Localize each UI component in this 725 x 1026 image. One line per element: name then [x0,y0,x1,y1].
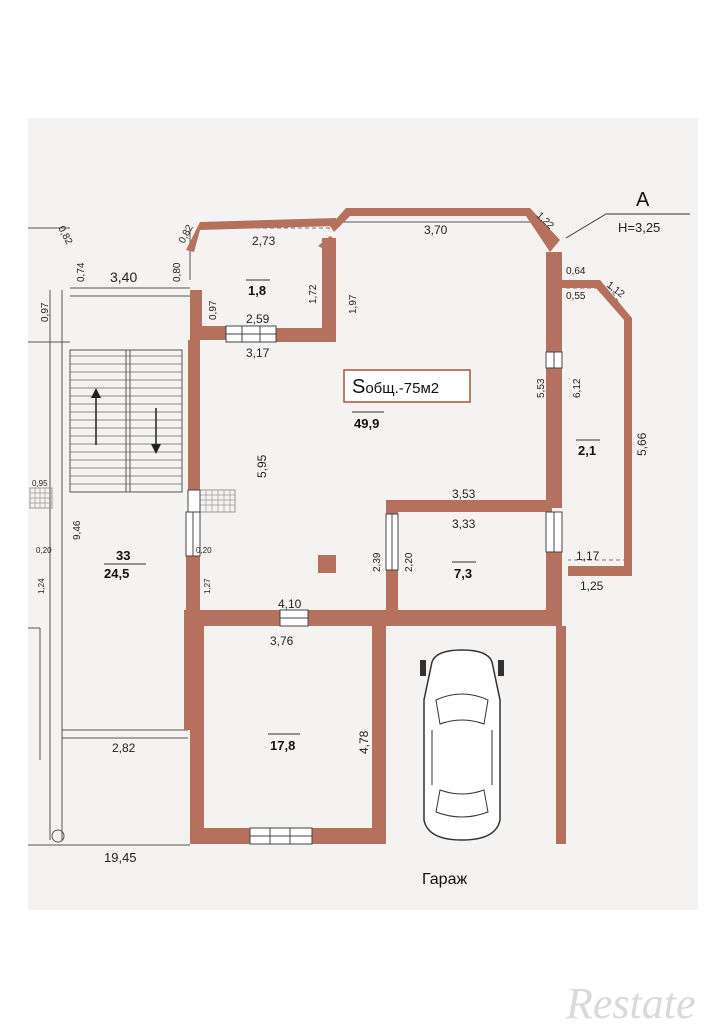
room-area-stair: 24,5 [104,566,129,581]
dim-label: 5,66 [635,432,649,456]
dim-label: 6,12 [572,378,583,398]
room-area-right-strip: 2,1 [578,443,596,458]
dim-label: 1,27 [203,578,212,594]
dim-label: 3,53 [452,487,476,501]
section-marker: А H=3,25 [565,189,690,239]
total-area-label: Sобщ.-75м2 [352,376,439,398]
dim-label: 1,72 [308,284,319,304]
dim-label: 9,46 [72,520,83,540]
stairs [69,349,183,493]
dim-label: 19,45 [104,850,137,865]
left-structure [28,227,190,846]
dim-label: 3,17 [246,346,270,360]
dim-label: 5,95 [255,454,269,478]
dim-label: 0,80 [172,262,183,282]
dim-label: 1,25 [580,579,604,593]
dim-label: 3,76 [270,634,294,648]
dim-label: 0,95 [32,479,48,488]
dim-label: 3,33 [452,517,476,531]
section-letter: А [636,189,650,211]
dim-label: 2,82 [112,741,136,755]
dim-label: 2,39 [372,552,383,572]
dim-label: 1,97 [348,294,359,314]
dim-label: 0,20 [36,546,52,555]
room-area-main: 49,9 [354,416,379,431]
total-area-box: Sобщ.-75м2 [343,369,471,403]
stair-arrow-down-icon [151,408,161,454]
car-icon [420,649,504,841]
dim-label: 0,97 [40,302,51,322]
room-number-stair: 33 [116,548,130,563]
dim-label: 3,40 [110,269,137,285]
scan-background [28,118,698,910]
dim-label: 0,55 [566,291,586,302]
dim-label: 2,59 [246,312,270,326]
watermark-logo: Restate [565,979,696,1026]
dim-label: 0,64 [566,266,586,277]
dim-label: 3,70 [424,223,448,237]
dim-label: 2,20 [404,552,415,572]
dim-label: 0,97 [208,300,219,320]
dim-label: 0,74 [76,262,87,282]
column-circle [51,829,65,843]
dim-label: 2,73 [252,234,276,248]
stair-arrow-up-icon [91,388,101,445]
dim-label: 1,17 [576,549,600,563]
windows [185,325,563,845]
room-labels: 49,9 1,8 2,1 7,3 17,8 33 24,5 [104,279,600,753]
section-height: H=3,25 [618,220,660,235]
dim-label: 0,20 [196,546,212,555]
hatch-left [29,487,53,509]
room-area-mid-right: 7,3 [454,566,472,581]
dim-label: 1,24 [37,578,46,594]
walls [184,208,632,844]
room-area-small-top: 1,8 [248,283,266,298]
dim-label: 5,53 [536,378,547,398]
dim-label: 4,78 [357,730,371,754]
dim-label: 4,10 [278,597,302,611]
garage-label: Гараж [422,871,467,888]
room-area-lower: 17,8 [270,738,295,753]
